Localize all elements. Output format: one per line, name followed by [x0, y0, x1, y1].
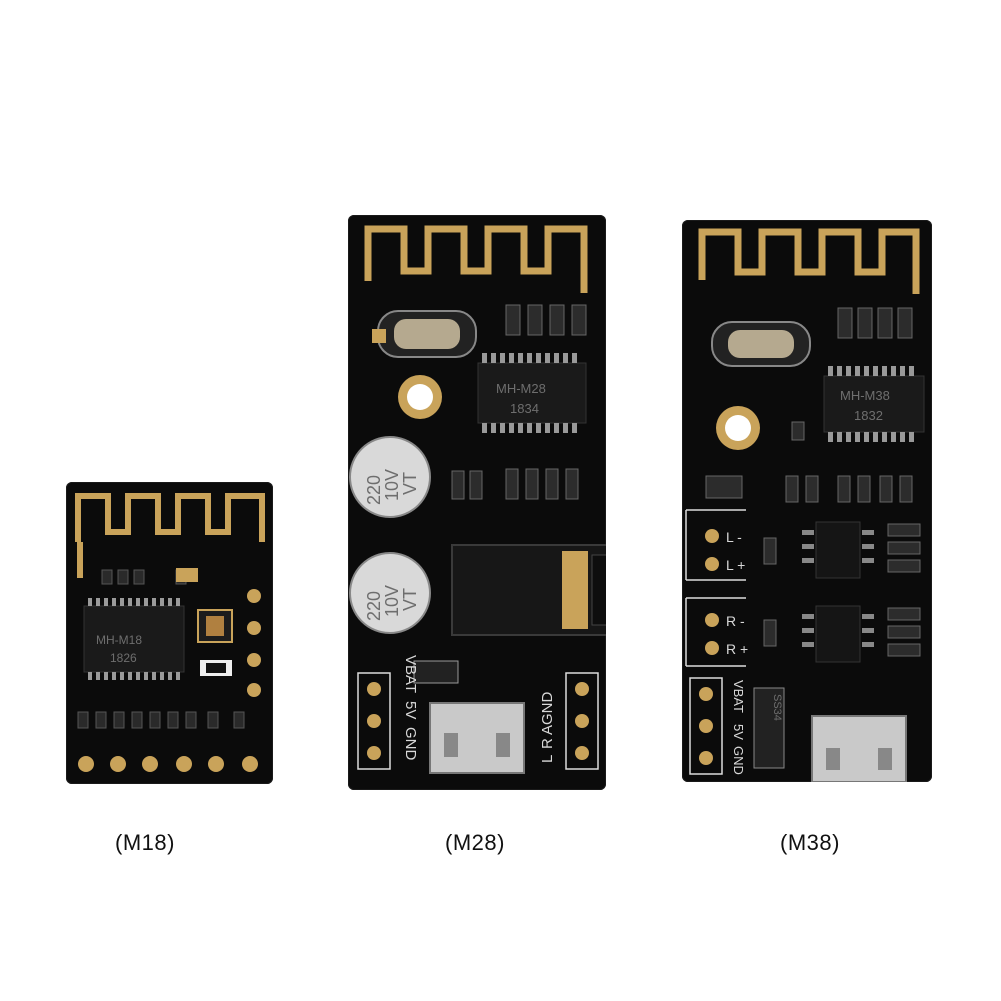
m38-pin-r-minus: R -: [726, 613, 745, 629]
m38-pin-gnd: GND: [731, 746, 746, 775]
cap1-value: 220: [364, 475, 384, 505]
cap2-mark: VT: [400, 588, 420, 611]
m28-board-art: MH-M28 1834 220 10V VT 220 10V VT: [349, 225, 606, 774]
antenna-trace-icon: [75, 493, 265, 542]
cap2-value: 220: [364, 591, 384, 621]
m28-pin-vbat: VBAT: [402, 655, 419, 693]
antenna-trace-icon: [364, 225, 588, 293]
m18-chip-model: MH-M18: [96, 633, 142, 647]
m28-chip-code: 1834: [510, 401, 539, 416]
cap1-voltage: 10V: [382, 469, 402, 501]
m18-chip-code: 1826: [110, 651, 137, 665]
m38-pin-5v: 5V: [731, 724, 746, 740]
m38-pin-l-plus: L +: [726, 557, 745, 573]
m28-caption: (M28): [445, 830, 505, 855]
m28-pin-r: R: [539, 738, 556, 749]
m38-pin-r-plus: R +: [726, 641, 748, 657]
cap1-mark: VT: [400, 472, 420, 495]
m28-pin-5v: 5V: [402, 701, 419, 719]
m38-board: MH-M38 1832 L - L +: [682, 220, 932, 782]
m28-chip-model: MH-M28: [496, 381, 546, 396]
m18-caption: (M18): [115, 830, 175, 855]
m38-chip-model: MH-M38: [840, 388, 890, 403]
m38-chip-code: 1832: [854, 408, 883, 423]
m38-board-art: MH-M38 1832 L - L +: [685, 228, 925, 782]
m28-board: MH-M28 1834 220 10V VT 220 10V VT: [348, 215, 606, 790]
m38-pin-l-minus: L -: [726, 529, 742, 545]
m28-pin-l: L: [539, 755, 556, 763]
m38-caption: (M38): [780, 830, 840, 855]
cap2-voltage: 10V: [382, 585, 402, 617]
m18-board: MH-M18 1826: [66, 482, 273, 784]
m28-pin-gnd: GND: [402, 727, 419, 761]
m38-pin-vbat: VBAT: [731, 680, 746, 713]
m28-pin-agnd: AGND: [539, 691, 556, 735]
m18-board-art: MH-M18 1826: [75, 493, 265, 772]
m38-diode-code: SS34: [771, 694, 783, 721]
antenna-trace-icon: [698, 228, 920, 294]
